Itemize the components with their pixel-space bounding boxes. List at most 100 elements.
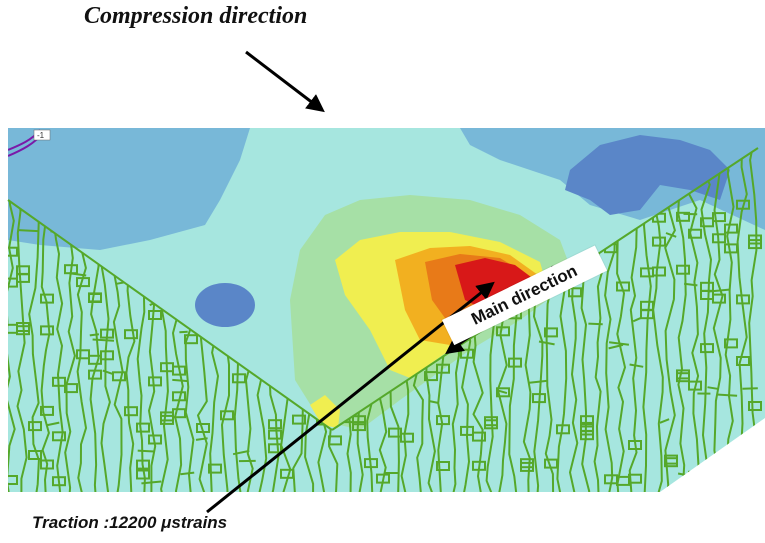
mesh-link — [632, 316, 643, 323]
mesh-loop — [544, 458, 558, 469]
mesh-loop — [88, 369, 102, 380]
mesh-loop — [52, 376, 66, 387]
mesh-loop — [352, 421, 366, 432]
mesh-loop — [664, 457, 678, 468]
mesh-link — [683, 282, 698, 287]
mesh-loop — [652, 266, 666, 277]
mesh-loop — [472, 460, 486, 471]
mesh-loop — [676, 264, 690, 275]
mesh-loop — [8, 246, 18, 257]
compression-arrow — [245, 50, 325, 113]
mesh-link — [727, 445, 739, 451]
mesh-link — [708, 288, 731, 293]
mesh-loop — [8, 475, 18, 485]
mesh-loop — [208, 463, 222, 474]
mesh-loop — [676, 211, 690, 222]
mesh-loop — [40, 405, 54, 416]
mesh-fibre — [676, 148, 687, 492]
mesh-loop — [496, 387, 510, 398]
mesh-loop — [352, 415, 366, 426]
mesh-link — [629, 363, 644, 368]
traction-label: Traction :12200 μstrains — [32, 513, 228, 532]
mesh-loop — [424, 371, 438, 382]
mesh-link — [89, 333, 100, 337]
mesh-loop — [724, 460, 738, 471]
mesh-loop — [16, 265, 30, 276]
mesh-loop — [532, 393, 546, 404]
mesh-loop — [436, 363, 450, 374]
mesh-link — [608, 343, 624, 350]
mesh-link — [69, 272, 87, 277]
mesh-loop — [700, 343, 714, 354]
mesh-loop — [76, 277, 90, 288]
mesh-loop — [688, 470, 702, 481]
mesh-loop — [184, 334, 198, 345]
mesh-loop — [484, 419, 498, 430]
mesh-loop — [88, 293, 102, 303]
mesh-loop — [172, 391, 186, 402]
mesh-loop — [220, 410, 234, 421]
mesh-loop — [736, 462, 750, 473]
contour-yellow-small — [310, 395, 340, 428]
mesh-loop — [100, 328, 114, 339]
mesh-link — [496, 389, 508, 395]
mesh-loop — [508, 357, 522, 368]
mesh-loop — [472, 431, 486, 442]
compression-direction-label: Compression direction — [84, 3, 308, 29]
mesh-loop — [136, 422, 150, 433]
mesh-link — [659, 418, 670, 424]
mesh-loop — [268, 429, 282, 440]
mesh-loop — [712, 233, 726, 244]
mesh-link — [47, 421, 60, 427]
mesh-loop — [64, 383, 78, 394]
mesh-loop — [136, 469, 150, 480]
mesh-link — [179, 330, 188, 334]
mesh-link — [707, 386, 718, 390]
mesh-loop — [736, 356, 750, 366]
mesh-loop — [436, 461, 450, 471]
mesh-loop — [52, 476, 66, 487]
mesh-loop — [364, 458, 378, 469]
mesh-loop — [748, 401, 762, 411]
mesh-link — [195, 437, 208, 441]
mesh-loop — [40, 293, 54, 304]
contour-blue-left — [8, 128, 250, 250]
mesh-loop — [268, 419, 282, 430]
mesh-loop — [376, 473, 390, 484]
mesh-link — [102, 369, 114, 376]
mesh-loop — [136, 459, 150, 470]
mesh-link — [742, 387, 758, 390]
mesh-link — [172, 378, 189, 383]
mesh-link — [588, 322, 603, 326]
mesh-left-edge — [7, 199, 333, 431]
mesh-loop — [712, 212, 726, 223]
mesh-loop — [196, 423, 210, 433]
mesh-link — [665, 232, 677, 238]
contour-darkblue-left — [195, 283, 255, 327]
mesh-loop — [400, 432, 414, 443]
mesh-link — [729, 464, 744, 468]
mesh-loop — [124, 406, 138, 417]
mesh-link — [180, 471, 195, 476]
mesh-link — [137, 449, 155, 453]
mesh-loop — [100, 350, 114, 361]
mesh-link — [529, 379, 548, 384]
mesh-loop — [112, 371, 126, 382]
mesh-loop — [76, 349, 90, 360]
mesh-link — [92, 338, 115, 342]
mesh-loop — [556, 424, 570, 435]
mesh-link — [608, 341, 630, 346]
mesh-loop — [388, 427, 402, 438]
mesh-fibre — [687, 148, 700, 492]
mesh-loop — [40, 459, 54, 470]
mesh-loop — [28, 421, 42, 432]
mesh-loop — [16, 322, 30, 332]
mesh-loop — [748, 239, 762, 250]
mesh-loop — [580, 421, 594, 432]
mesh-loop — [292, 414, 306, 425]
mesh-loop — [148, 434, 162, 445]
mesh-loop — [688, 380, 702, 391]
mesh-loop — [460, 425, 474, 436]
legend-tag-text: -1 — [37, 131, 45, 140]
